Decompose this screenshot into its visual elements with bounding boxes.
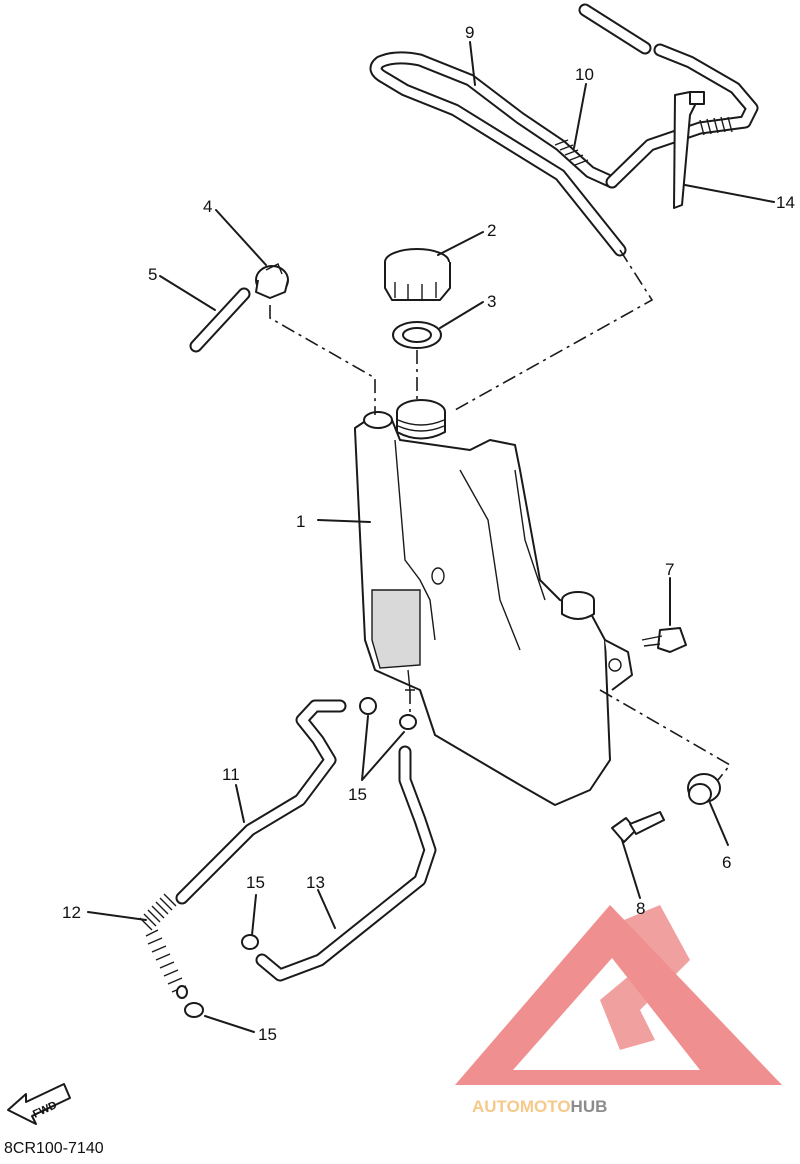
watermark-text: AUTOMOTOHUB	[472, 1097, 607, 1116]
hose-clamps-15	[184, 697, 417, 1018]
gasket-3	[392, 321, 442, 349]
hose-13	[255, 745, 437, 982]
callout-3: 3	[487, 292, 496, 311]
breather-hose-9	[369, 51, 627, 257]
callout-12: 12	[62, 903, 81, 922]
callout-4: 4	[203, 197, 212, 216]
callout-9: 9	[465, 23, 474, 42]
assembly-line-grommet-to-tank	[599, 689, 732, 781]
callout-15-middle: 15	[246, 873, 265, 892]
reservoir-cap-2	[384, 248, 451, 301]
leader-lines	[87, 41, 775, 1033]
breather-pipe-10	[554, 3, 759, 189]
callout-15-upper: 15	[348, 785, 367, 804]
callout-14: 14	[776, 193, 795, 212]
hose-5	[189, 287, 251, 353]
callout-5: 5	[148, 265, 157, 284]
callout-7: 7	[665, 560, 674, 579]
callout-15-lower: 15	[258, 1025, 277, 1044]
callout-1: 1	[296, 512, 305, 531]
hose-11	[175, 699, 347, 905]
fwd-direction-icon: FWD	[7, 1083, 71, 1125]
callout-2: 2	[487, 221, 496, 240]
bolt-8	[611, 811, 665, 843]
watermark-auto: AUTO	[472, 1097, 520, 1116]
assembly-line-4-to-tank	[269, 305, 376, 415]
callout-8: 8	[636, 899, 645, 918]
fitting-4	[255, 263, 289, 299]
grommet-6	[687, 773, 721, 805]
svg-text:AUTOMOTOHUB: AUTOMOTOHUB	[472, 1097, 607, 1116]
bolt-7	[641, 627, 687, 653]
watermark-hub: HUB	[571, 1097, 608, 1116]
callout-11: 11	[222, 765, 240, 784]
callout-13: 13	[306, 873, 325, 892]
callout-6: 6	[722, 853, 731, 872]
callout-10: 10	[575, 65, 594, 84]
coolant-reservoir-1	[354, 399, 633, 806]
drawing-code: 8CR100-7140	[4, 1140, 104, 1157]
spring-12	[139, 893, 188, 999]
automotohub-logo-icon	[455, 905, 782, 1085]
bracket-14	[673, 91, 705, 209]
assembly-line-hose9-to-tank	[454, 249, 654, 411]
watermark-moto: MOTO	[520, 1097, 571, 1116]
